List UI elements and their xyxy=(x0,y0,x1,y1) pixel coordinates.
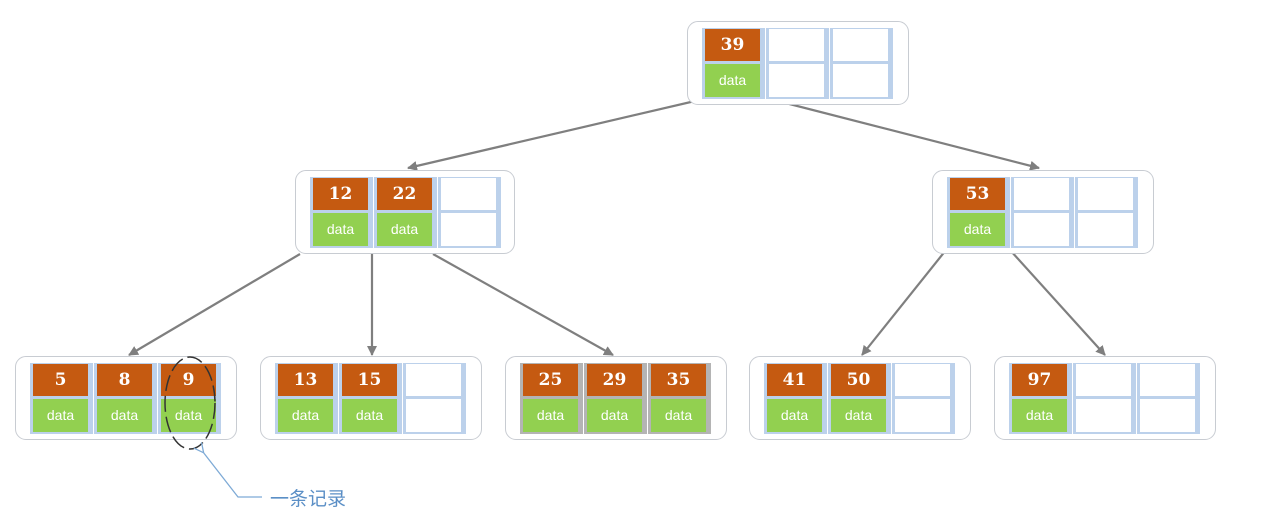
empty-key-cell xyxy=(1140,364,1195,396)
key-value: 5 xyxy=(33,364,88,396)
data-cell: data xyxy=(950,213,1005,246)
edge-left-internal-to-leaf-1 xyxy=(128,253,301,356)
empty-data-cell xyxy=(769,64,824,97)
data-cell: data xyxy=(587,399,642,432)
key-value: 9 xyxy=(161,364,216,396)
key-value: 25 xyxy=(523,364,578,396)
key-value: 41 xyxy=(767,364,822,396)
key-value: 22 xyxy=(377,178,432,210)
edge-root-to-right-internal xyxy=(765,96,1040,171)
empty-key-cell xyxy=(1078,178,1133,210)
key-value: 97 xyxy=(1012,364,1067,396)
data-cell: data xyxy=(97,399,152,432)
empty-data-cell xyxy=(406,399,461,432)
key-value: 39 xyxy=(705,29,760,61)
data-cell: data xyxy=(831,399,886,432)
data-cell: data xyxy=(651,399,706,432)
empty-data-cell xyxy=(833,64,888,97)
empty-slot xyxy=(1075,177,1138,248)
empty-slot xyxy=(892,363,955,434)
data-cell: data xyxy=(705,64,760,97)
data-cell: data xyxy=(523,399,578,432)
key-value: 53 xyxy=(950,178,1005,210)
empty-slot xyxy=(1073,363,1136,434)
empty-key-cell xyxy=(406,364,461,396)
empty-data-cell xyxy=(1014,213,1069,246)
key-value: 35 xyxy=(651,364,706,396)
empty-data-cell xyxy=(1140,399,1195,432)
data-cell: data xyxy=(377,213,432,246)
data-cell: data xyxy=(313,213,368,246)
empty-slot xyxy=(766,28,829,99)
edge-left-internal-to-leaf-3 xyxy=(432,253,614,356)
empty-data-cell xyxy=(441,213,496,246)
key-value: 29 xyxy=(587,364,642,396)
data-cell: data xyxy=(161,399,216,432)
key-value: 8 xyxy=(97,364,152,396)
empty-key-cell xyxy=(1076,364,1131,396)
callout-label: 一条记录 xyxy=(270,488,347,510)
data-cell: data xyxy=(767,399,822,432)
key-value: 13 xyxy=(278,364,333,396)
empty-key-cell xyxy=(769,29,824,61)
empty-slot xyxy=(1137,363,1200,434)
empty-slot xyxy=(1011,177,1074,248)
edge-root-to-left-internal xyxy=(407,96,709,171)
data-cell: data xyxy=(33,399,88,432)
key-value: 50 xyxy=(831,364,886,396)
empty-slot xyxy=(403,363,466,434)
empty-key-cell xyxy=(441,178,496,210)
empty-slot xyxy=(830,28,893,99)
data-cell: data xyxy=(342,399,397,432)
edge-right-internal-to-leaf-4 xyxy=(861,249,947,356)
key-value: 12 xyxy=(313,178,368,210)
empty-key-cell xyxy=(895,364,950,396)
empty-data-cell xyxy=(1076,399,1131,432)
data-cell: data xyxy=(278,399,333,432)
empty-key-cell xyxy=(833,29,888,61)
empty-data-cell xyxy=(895,399,950,432)
empty-slot xyxy=(438,177,501,248)
empty-key-cell xyxy=(1014,178,1069,210)
empty-data-cell xyxy=(1078,213,1133,246)
data-cell: data xyxy=(1012,399,1067,432)
edge-right-internal-to-leaf-5 xyxy=(1009,249,1106,356)
key-value: 15 xyxy=(342,364,397,396)
